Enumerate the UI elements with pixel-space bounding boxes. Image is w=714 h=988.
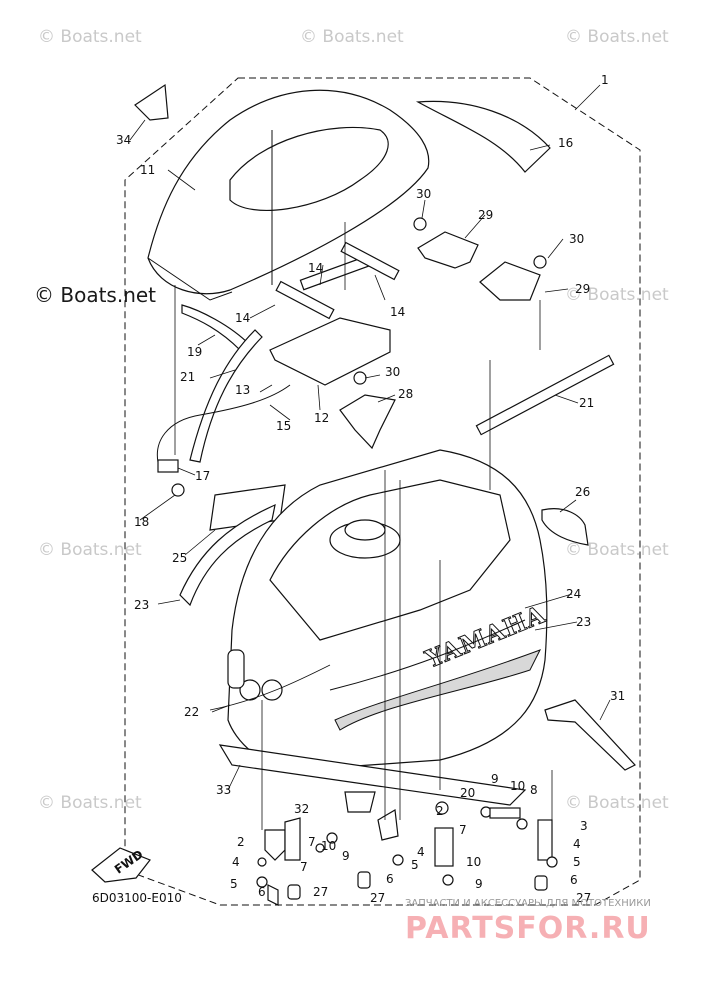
part-29-bracket-top xyxy=(417,231,479,269)
callout: 9 xyxy=(491,772,499,786)
bottom-cowling: YAMAHA xyxy=(227,449,550,771)
part-18-bolt xyxy=(171,483,185,497)
callout: 25 xyxy=(172,551,187,565)
part-12-bracket xyxy=(269,317,391,386)
callout: 34 xyxy=(116,133,131,147)
watermark: © Boats.net xyxy=(38,27,142,47)
callout: 9 xyxy=(342,849,350,863)
callout: 10 xyxy=(466,855,481,869)
part-17-clip xyxy=(157,459,179,473)
callout: 30 xyxy=(385,365,400,379)
part-28-bracket xyxy=(339,394,396,450)
callout: 8 xyxy=(530,783,538,797)
part-16-strip xyxy=(415,100,551,173)
callout-labels: 1 16 34 11 30 29 30 14 29 14 14 19 21 30… xyxy=(116,73,625,905)
callout: 17 xyxy=(195,469,210,483)
callout: 21 xyxy=(180,370,195,384)
callout: 6 xyxy=(386,872,394,886)
callout: 5 xyxy=(411,858,419,872)
callout: 1 xyxy=(601,73,609,87)
callout: 24 xyxy=(566,587,581,601)
watermark: © Boats.net xyxy=(565,540,669,560)
part-26-strip xyxy=(541,508,589,546)
callout: 9 xyxy=(475,877,483,891)
callout: 30 xyxy=(569,232,584,246)
callout: 29 xyxy=(575,282,590,296)
callout: 28 xyxy=(398,387,413,401)
reference-code: 6D03100-E010 xyxy=(92,891,182,905)
callout-leaders xyxy=(129,84,611,791)
assembly-lines xyxy=(174,222,553,830)
callout: 7 xyxy=(459,823,467,837)
assembly-boundary xyxy=(124,77,641,906)
callout: 13 xyxy=(235,383,250,397)
part-31-bracket xyxy=(544,699,636,771)
callout: 14 xyxy=(308,261,323,275)
callout: 5 xyxy=(230,877,238,891)
callout: 6 xyxy=(570,873,578,887)
top-cowling xyxy=(147,89,430,301)
part-30-bolt xyxy=(413,217,427,231)
part-30-bolt xyxy=(533,255,547,269)
watermark: © Boats.net xyxy=(565,285,669,305)
part-24-decal xyxy=(329,619,526,691)
callout: 4 xyxy=(573,837,581,851)
callout: 30 xyxy=(416,187,431,201)
callout: 4 xyxy=(232,855,240,869)
watermark-layer: © Boats.net © Boats.net © Boats.net © Bo… xyxy=(34,27,669,813)
watermark: © Boats.net xyxy=(38,793,142,813)
callout: 14 xyxy=(390,305,405,319)
callout: 33 xyxy=(216,783,231,797)
callout: 18 xyxy=(134,515,149,529)
watermark: © Boats.net xyxy=(565,793,669,813)
seal-strips-14 xyxy=(275,241,400,320)
callout: 27 xyxy=(313,885,328,899)
callout: 11 xyxy=(140,163,155,177)
callout: 27 xyxy=(576,891,591,905)
part-21-seal-left xyxy=(189,329,263,463)
part-23-decal-left xyxy=(179,503,276,607)
watermark: © Boats.net xyxy=(38,540,142,560)
part-33-seal xyxy=(218,744,527,806)
callout: 32 xyxy=(294,802,309,816)
callout: 16 xyxy=(558,136,573,150)
callout: 14 xyxy=(235,311,250,325)
callout: 2 xyxy=(436,804,444,818)
callout: 7 xyxy=(308,835,316,849)
callout: 23 xyxy=(576,615,591,629)
callout: 15 xyxy=(276,419,291,433)
callout: 20 xyxy=(460,786,475,800)
part-21-seal-right xyxy=(475,354,615,436)
part-29-bracket-right xyxy=(479,261,541,301)
callout: 26 xyxy=(575,485,590,499)
watermark-dark: © Boats.net xyxy=(34,283,156,307)
part-15-hose xyxy=(156,384,291,471)
callout: 4 xyxy=(417,845,425,859)
part-30-bolt xyxy=(353,371,367,385)
fwd-direction-badge: FWD xyxy=(91,847,151,883)
callout: 12 xyxy=(314,411,329,425)
callout: 3 xyxy=(580,819,588,833)
callout: 19 xyxy=(187,345,202,359)
watermark: © Boats.net xyxy=(300,27,404,47)
callout: 10 xyxy=(321,839,336,853)
watermark: © Boats.net xyxy=(565,27,669,47)
callout: 31 xyxy=(610,689,625,703)
callout: 7 xyxy=(300,860,308,874)
callout: 29 xyxy=(478,208,493,222)
footer-branding: ЗАПЧАСТИ И АКСЕССУАРЫ ДЛЯ МОТОТЕХНИКИ PA… xyxy=(405,898,651,946)
part-34-clip xyxy=(134,83,169,121)
callout: 23 xyxy=(134,598,149,612)
hardware-group xyxy=(256,791,558,906)
footer-caption: ЗАПЧАСТИ И АКСЕССУАРЫ ДЛЯ МОТОТЕХНИКИ xyxy=(405,898,651,909)
callout: 21 xyxy=(579,396,594,410)
callout: 6 xyxy=(258,885,266,899)
callout: 2 xyxy=(237,835,245,849)
callout: 22 xyxy=(184,705,199,719)
callout: 10 xyxy=(510,779,525,793)
footer-logo: PARTSFOR.RU xyxy=(405,911,651,946)
callout: 27 xyxy=(370,891,385,905)
callout: 5 xyxy=(573,855,581,869)
